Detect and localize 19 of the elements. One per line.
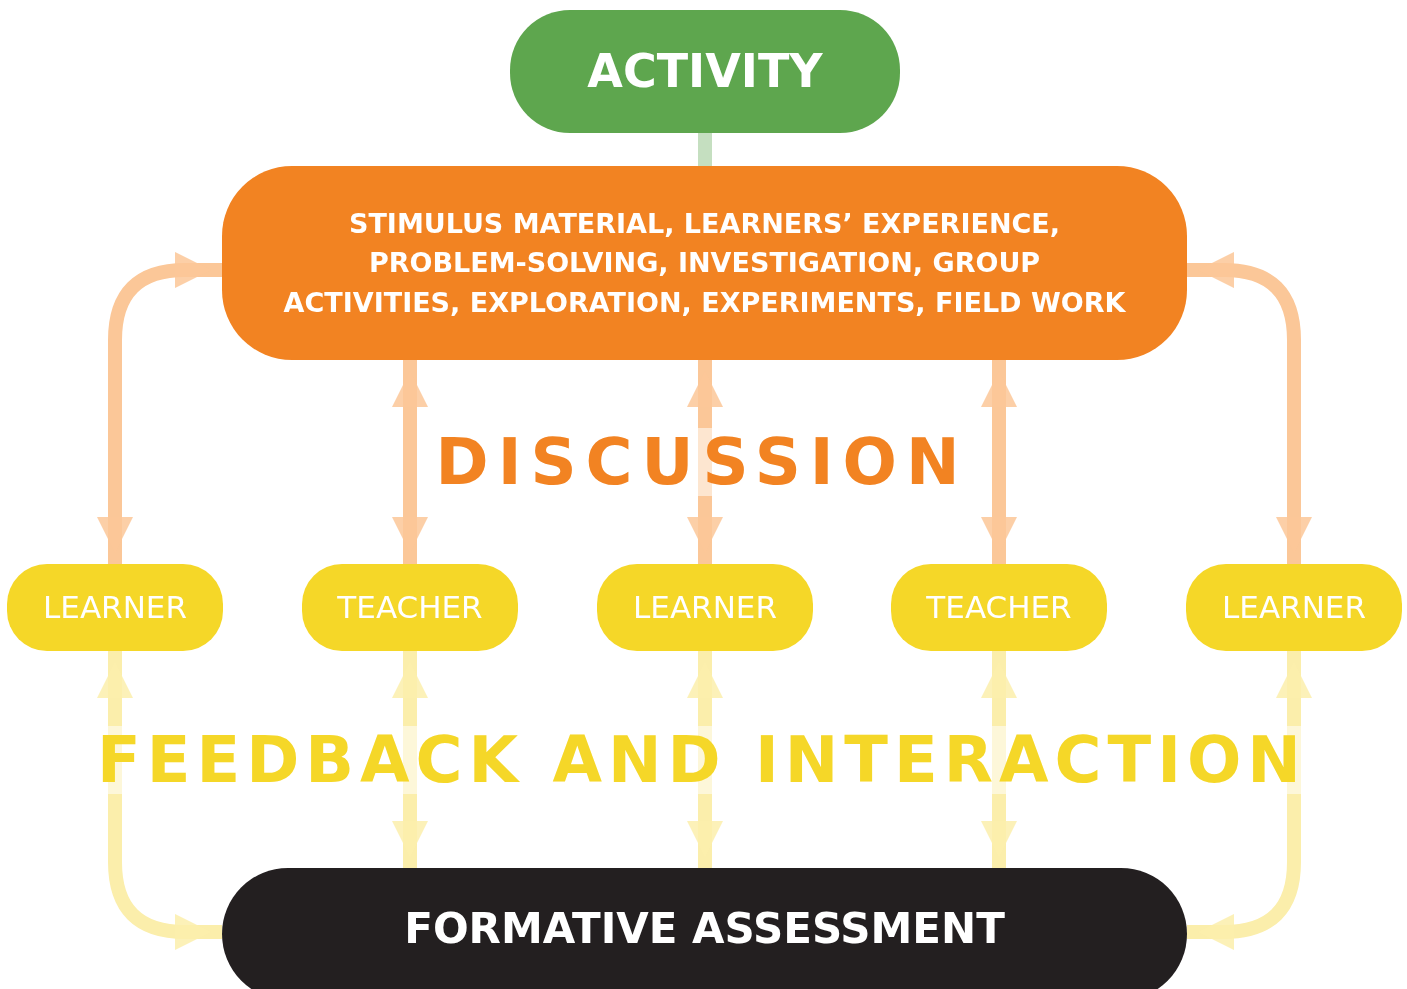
activity-types-box: [222, 166, 1187, 360]
node-label: LEARNER: [633, 588, 777, 627]
node-label: TEACHER: [926, 588, 1072, 627]
node-label: STIMULUS MATERIAL, LEARNERS’ EXPERIENCE, PROBLEM-SOLVING, INVESTIGATION, GROUP ACTIVITIES, EXPLORATION, EXPERIMENTS, FIELD WORK: [282, 207, 1127, 320]
connector-arrow: [391, 360, 429, 564]
connector-arrow: [1187, 251, 1313, 564]
connector-arrow: [980, 360, 1018, 564]
connector-arrow: [686, 651, 724, 868]
connector-arrow: [980, 651, 1018, 868]
node-label: ACTIVITY: [587, 43, 823, 100]
connector-arrow: [1187, 651, 1313, 951]
connector-arrow: [96, 651, 222, 951]
node-label: FORMATIVE ASSESSMENT: [404, 903, 1005, 955]
node-label: TEACHER: [337, 588, 483, 627]
node-label: LEARNER: [1222, 588, 1366, 627]
connector-arrow: [391, 651, 429, 868]
connector-arrow: [686, 360, 724, 564]
connector-arrow: [96, 251, 222, 564]
node-label: LEARNER: [43, 588, 187, 627]
